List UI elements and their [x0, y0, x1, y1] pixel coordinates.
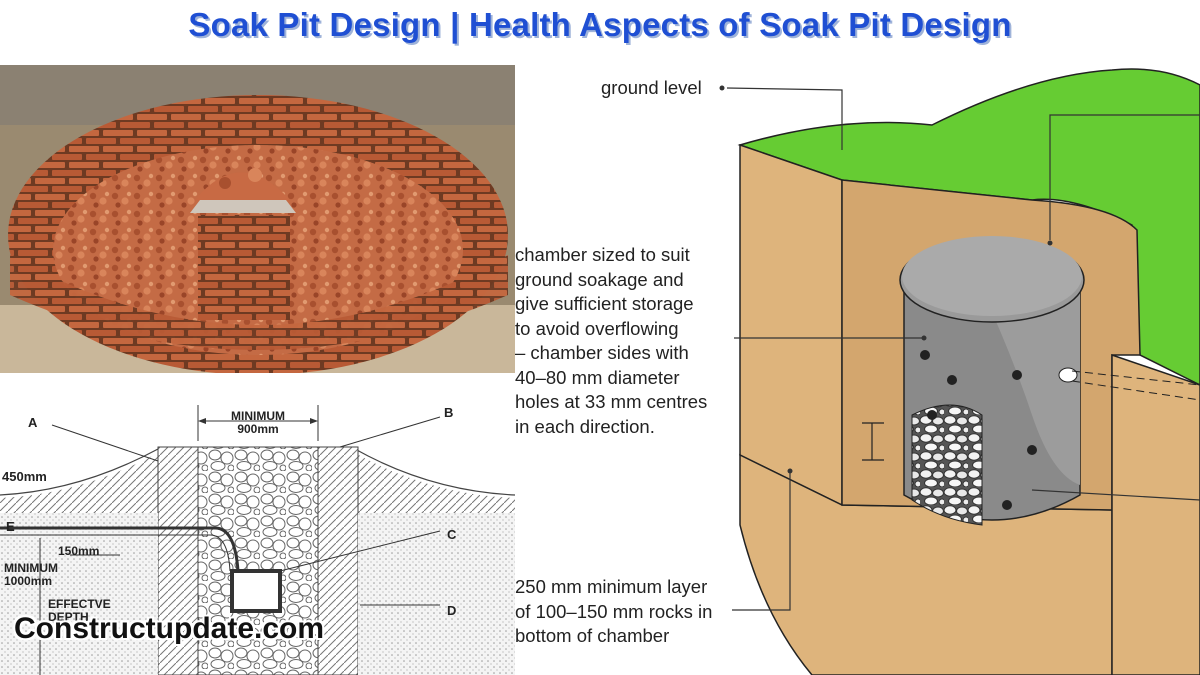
- ground-level-label: ground level: [601, 77, 702, 98]
- page-title: Soak Pit Design | Health Aspects of Soak…: [188, 6, 1012, 43]
- brick-soak-pit-photo: [0, 65, 515, 373]
- effective-depth-label: EFFECTVE DEPTH: [48, 597, 111, 624]
- depth-450-label: 450mm: [2, 469, 47, 484]
- soak-pit-section-diagram: [0, 383, 515, 675]
- minimum-depth-label: MINIMUM 1000mm: [4, 561, 58, 588]
- section-label-e: E: [6, 519, 15, 534]
- minimum-width-label: MINIMUM 900mm: [231, 409, 285, 436]
- section-label-c: C: [447, 527, 457, 542]
- section-label-b: B: [444, 405, 454, 420]
- chamber-note: chamber sized to suit ground soakage and…: [515, 244, 708, 437]
- rock-layer-note: 250 mm minimum layer of 100–150 mm rocks…: [515, 576, 713, 646]
- depth-150-label: 150mm: [58, 544, 100, 558]
- section-label-a: A: [28, 415, 38, 430]
- watermark-text: Constructupdate.com: [14, 612, 325, 645]
- section-label-d: D: [447, 603, 457, 618]
- soak-pit-cutaway-illustration: [719, 68, 1200, 675]
